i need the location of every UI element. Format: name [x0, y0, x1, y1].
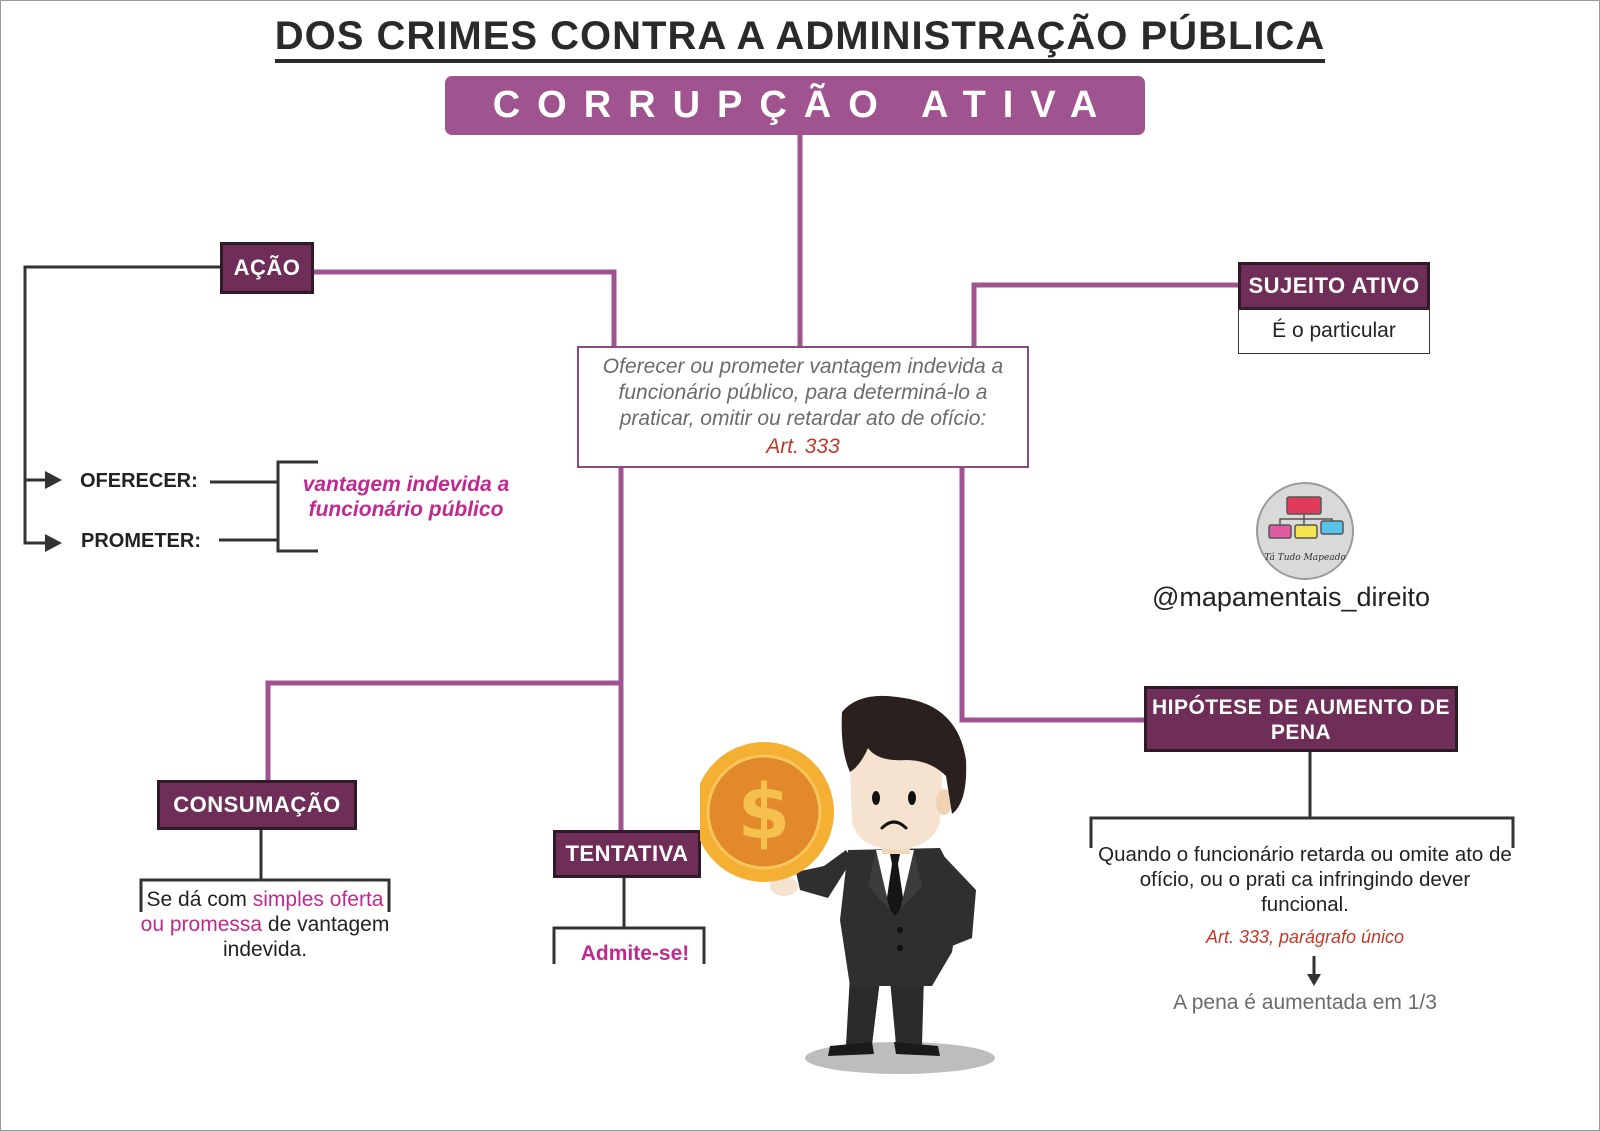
definition-article: Art. 333 — [766, 435, 840, 458]
consumacao-label: CONSUMAÇÃO — [157, 780, 357, 830]
topic-banner: CORRUPÇÃO ATIVA — [445, 76, 1145, 135]
acao-label: AÇÃO — [220, 242, 314, 294]
coin-dollar-icon: $ — [700, 742, 834, 882]
tentativa-value: Admite-se! — [580, 942, 690, 965]
logo-text: Tá Tudo Mapeado — [1264, 552, 1346, 563]
aumento-pena-text: Quando o funcionário retarda ou omite at… — [1098, 843, 1512, 916]
sujeito-ativo-value: É o particular — [1238, 308, 1430, 354]
aumento-pena-article: Art. 333, parágrafo único — [1205, 927, 1405, 947]
page-title: DOS CRIMES CONTRA A ADMINISTRAÇÃO PÚBLIC… — [0, 14, 1600, 63]
aumento-pena-result: A pena é aumentada em 1/3 — [1173, 991, 1437, 1014]
svg-text:$: $ — [738, 767, 791, 856]
consumacao-text: Se dá com simples oferta ou promessa de … — [140, 887, 390, 962]
verb-object-text: vantagem indevida a funcionário público — [302, 473, 510, 521]
consumacao-text-before: Se dá com — [146, 888, 253, 911]
businessman-illustration: $ — [700, 695, 995, 1074]
consumacao-text-after: de vantagem indevida. — [222, 913, 390, 961]
consumacao-text-highlight: simples oferta ou promessa — [140, 888, 384, 936]
definition-box: Oferecer ou prometer vantagem indevida a… — [577, 346, 1029, 468]
logo-mindmap-icon: Tá Tudo Mapeado — [1256, 482, 1354, 580]
definition-text: Oferecer ou prometer vantagem indevida a… — [602, 355, 1004, 430]
instagram-handle: @mapamentais_direito — [1152, 582, 1431, 612]
aumento-pena-label: HIPÓTESE DE AUMENTO DE PENA — [1144, 686, 1458, 752]
sujeito-ativo-label: SUJEITO ATIVO — [1238, 262, 1430, 310]
verb-oferecer: OFERECER: — [80, 470, 198, 492]
verb-prometer: PROMETER: — [81, 530, 201, 552]
tentativa-label: TENTATIVA — [553, 830, 701, 878]
page-title-text: DOS CRIMES CONTRA A ADMINISTRAÇÃO PÚBLIC… — [274, 14, 1326, 63]
